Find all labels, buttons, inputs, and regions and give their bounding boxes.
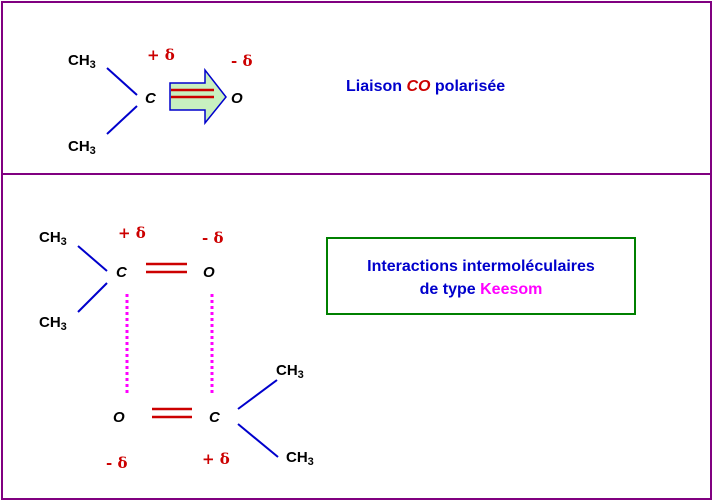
carbon-atom-c: C xyxy=(209,409,220,426)
keesom-caption-box: Interactions intermoléculaires de type K… xyxy=(326,237,636,315)
partial-charge-oxygen-c: - δ xyxy=(106,454,128,472)
keesom-highlight: Keesom xyxy=(480,281,543,298)
bond-ch3-c-lower xyxy=(106,105,138,135)
oxygen-atom: O xyxy=(231,90,243,107)
keesom-line-2: de type Keesom xyxy=(419,281,543,298)
partial-charge-carbon-c: + δ xyxy=(202,450,230,468)
partial-charge-carbon: + δ xyxy=(147,46,175,64)
methyl-label-lower-b: CH3 xyxy=(39,314,67,333)
carbon-atom: C xyxy=(145,90,156,107)
caption-polarized-bond: Liaison CO polarisée xyxy=(346,78,506,95)
methyl-label-upper-c: CH3 xyxy=(276,362,304,381)
bond-ch3-c-lower-b xyxy=(77,282,108,313)
bond-ch3-c-upper-b xyxy=(77,245,108,272)
section-divider xyxy=(3,173,710,175)
oxygen-atom-b: O xyxy=(203,264,215,281)
carbon-atom-b: C xyxy=(116,264,127,281)
methyl-label-upper: CH3 xyxy=(68,52,96,71)
partial-charge-oxygen-b: - δ xyxy=(202,229,224,247)
bond-c-ch3-lower-c xyxy=(237,423,279,458)
partial-charge-carbon-b: + δ xyxy=(118,224,146,242)
keesom-line-1: Interactions intermoléculaires xyxy=(367,258,595,275)
bond-ch3-c-upper xyxy=(106,67,138,96)
partial-charge-oxygen: - δ xyxy=(231,52,253,70)
methyl-label-upper-b: CH3 xyxy=(39,229,67,248)
oxygen-atom-c: O xyxy=(113,409,125,426)
bond-c-ch3-upper-c xyxy=(237,379,278,410)
methyl-label-lower: CH3 xyxy=(68,138,96,157)
methyl-label-lower-c: CH3 xyxy=(286,449,314,468)
